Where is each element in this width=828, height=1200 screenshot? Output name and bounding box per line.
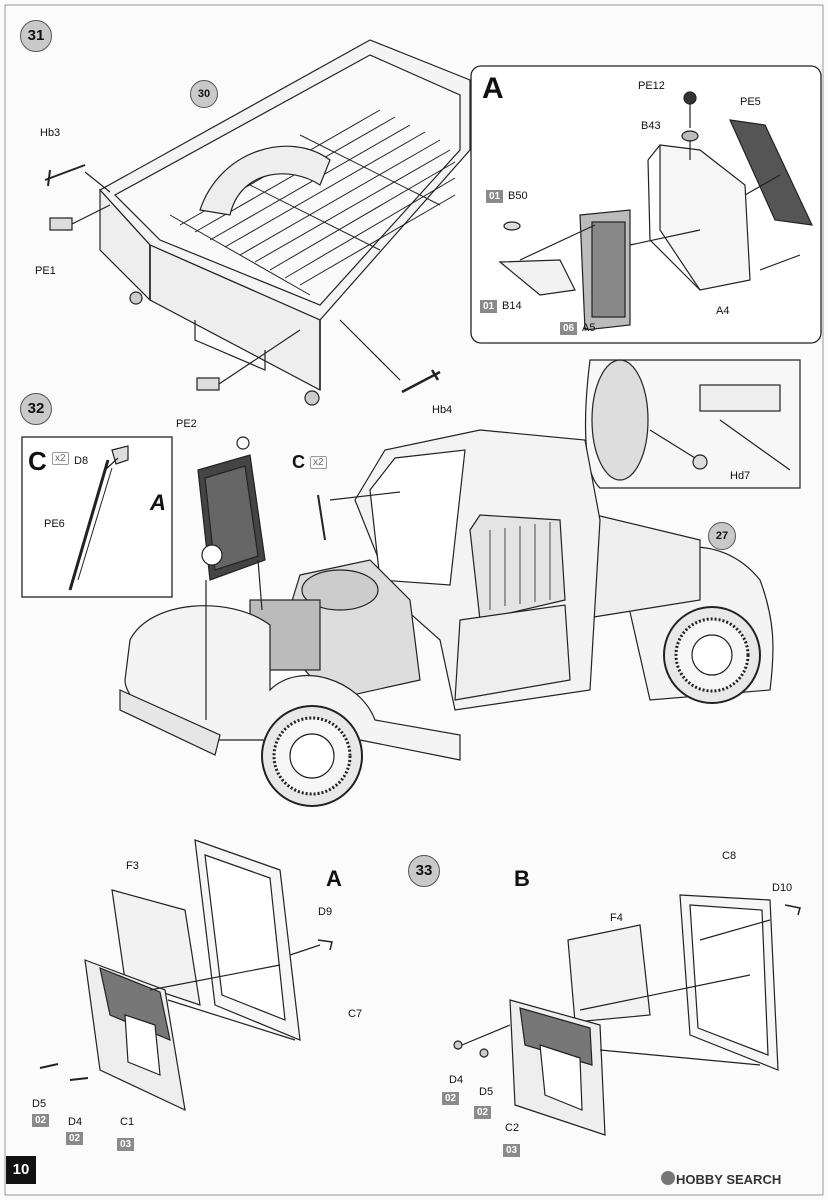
cargo-bed-drawing — [44, 39, 471, 406]
step-number-31: 31 — [20, 20, 52, 52]
quantity-x2-mid: x2 — [310, 456, 327, 469]
sprue-tag-d5-right: 02 — [474, 1106, 492, 1119]
subassembly-a-heading: A — [482, 72, 504, 105]
door-b-drawing — [453, 894, 801, 1136]
sprue-tag-d5-left: 02 — [32, 1114, 50, 1127]
subassembly-b-door-heading: B — [514, 866, 530, 891]
part-label-d9: D9 — [318, 906, 333, 918]
part-label-b50: B50 — [508, 190, 528, 202]
part-label-c1: C1 — [120, 1116, 135, 1128]
sprue-tag-c1: 03 — [117, 1138, 135, 1151]
part-label-c8: C8 — [722, 850, 737, 862]
watermark-logo — [661, 1171, 675, 1185]
part-label-f4: F4 — [610, 912, 623, 924]
part-label-d8: D8 — [74, 455, 89, 467]
part-label-d5-left: D5 — [32, 1098, 47, 1110]
part-label-d10: D10 — [772, 882, 793, 894]
sprue-tag-d4-right: 02 — [442, 1092, 460, 1105]
part-label-d4-left: D4 — [68, 1116, 83, 1128]
page-number: 10 — [6, 1156, 36, 1184]
part-label-b43: B43 — [641, 120, 661, 132]
part-label-pe12: PE12 — [638, 80, 665, 92]
part-label-pe6: PE6 — [44, 518, 65, 530]
sprue-tag-c2: 03 — [503, 1144, 521, 1157]
inset-a-radiator — [470, 65, 822, 344]
part-label-hb4: Hb4 — [432, 404, 453, 416]
sprue-tag-b14: 01 — [480, 300, 498, 313]
part-label-b14: B14 — [502, 300, 522, 312]
part-label-a5: A5 — [582, 322, 596, 334]
door-a-drawing — [39, 839, 333, 1112]
part-label-pe5: PE5 — [740, 96, 761, 108]
sprue-tag-d4-left: 02 — [66, 1132, 84, 1145]
truck-drawing — [119, 429, 774, 807]
subassembly-c-callout: C — [292, 452, 305, 472]
ref-step-27: 27 — [708, 522, 736, 550]
hd7-detail — [584, 359, 801, 489]
part-label-hb3: Hb3 — [40, 127, 61, 139]
part-label-d4-right: D4 — [449, 1074, 464, 1086]
part-label-a4: A4 — [716, 305, 730, 317]
sprue-tag-b50: 01 — [486, 190, 504, 203]
part-label-f3: F3 — [126, 860, 139, 872]
part-label-pe1: PE1 — [35, 265, 56, 277]
step-number-33: 33 — [408, 855, 440, 887]
part-label-d5-right: D5 — [479, 1086, 494, 1098]
quantity-x2-inset: x2 — [52, 452, 69, 465]
watermark-text: HOBBY SEARCH — [676, 1172, 782, 1187]
part-label-c7: C7 — [348, 1008, 363, 1020]
part-label-hd7: Hd7 — [730, 470, 751, 482]
subassembly-c-heading: C — [28, 446, 47, 476]
inset-c-wiper — [21, 436, 173, 598]
subassembly-a-callout: A — [150, 490, 166, 515]
part-label-pe2: PE2 — [176, 418, 197, 430]
subassembly-a-door-heading: A — [326, 866, 342, 891]
part-label-c2: C2 — [505, 1122, 520, 1134]
step-number-32: 32 — [20, 393, 52, 425]
sprue-tag-a5: 06 — [560, 322, 578, 335]
ref-step-30: 30 — [190, 80, 218, 108]
